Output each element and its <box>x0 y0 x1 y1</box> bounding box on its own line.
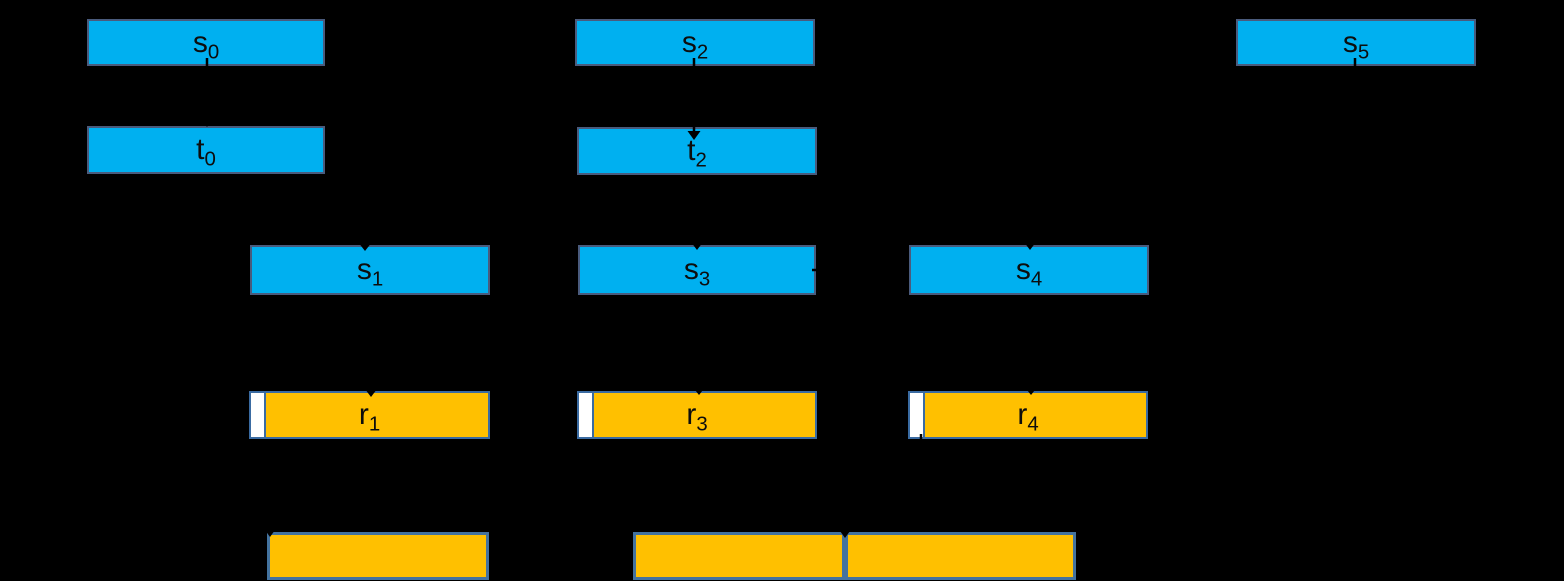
label-subscript: 2 <box>696 41 709 64</box>
box-label-r3: r3 <box>686 398 707 435</box>
label-subscript: 3 <box>698 268 711 291</box>
label-subscript: 1 <box>371 268 384 291</box>
box-label-s1: s1 <box>356 253 383 290</box>
box-s5: s5 <box>1236 19 1476 66</box>
release-gap-r1 <box>251 393 266 437</box>
box-r1: r1 <box>249 391 490 439</box>
box-label-s3: s3 <box>683 253 710 290</box>
box-s4: s4 <box>909 245 1149 295</box>
box-label-t2: t2 <box>687 134 707 171</box>
release-gap-r3 <box>579 393 594 437</box>
box-label-s5: s5 <box>1342 25 1369 62</box>
label-base: r <box>686 398 697 431</box>
box-r4: r4 <box>908 391 1148 439</box>
box-r3: r3 <box>577 391 817 439</box>
label-base: s <box>683 253 699 286</box>
label-base: r <box>358 398 369 431</box>
label-base: t <box>687 134 696 167</box>
box-b2 <box>633 532 845 580</box>
box-s3: s3 <box>578 245 816 295</box>
label-base: s <box>681 25 697 59</box>
box-b1 <box>267 532 489 580</box>
label-subscript: 2 <box>695 149 707 172</box>
label-subscript: 5 <box>1357 41 1370 64</box>
box-s2: s2 <box>575 19 815 66</box>
box-t2: t2 <box>577 127 817 175</box>
label-base: t <box>196 133 205 166</box>
box-s0: s0 <box>87 19 325 66</box>
label-subscript: 3 <box>696 413 708 436</box>
label-base: s <box>1342 25 1358 59</box>
label-subscript: 0 <box>207 41 220 64</box>
box-t0: t0 <box>87 126 325 174</box>
label-base: s <box>192 25 208 59</box>
box-label-t0: t0 <box>196 133 216 170</box>
box-label-s0: s0 <box>192 25 219 62</box>
box-b3 <box>845 532 1076 580</box>
label-base: s <box>1015 253 1031 286</box>
connector-s0-to-t0 <box>201 58 213 127</box>
label-base: r <box>1017 398 1028 431</box>
label-subscript: 0 <box>204 148 216 171</box>
box-s1: s1 <box>250 245 490 295</box>
label-subscript: 4 <box>1030 268 1043 291</box>
label-subscript: 4 <box>1027 413 1039 436</box>
box-label-s2: s2 <box>681 25 708 62</box>
box-label-r1: r1 <box>358 398 380 435</box>
label-base: s <box>356 253 372 286</box>
label-subscript: 1 <box>368 413 381 436</box>
box-label-r4: r4 <box>1017 398 1038 435</box>
box-label-s4: s4 <box>1015 253 1042 290</box>
release-gap-r4 <box>910 393 925 437</box>
